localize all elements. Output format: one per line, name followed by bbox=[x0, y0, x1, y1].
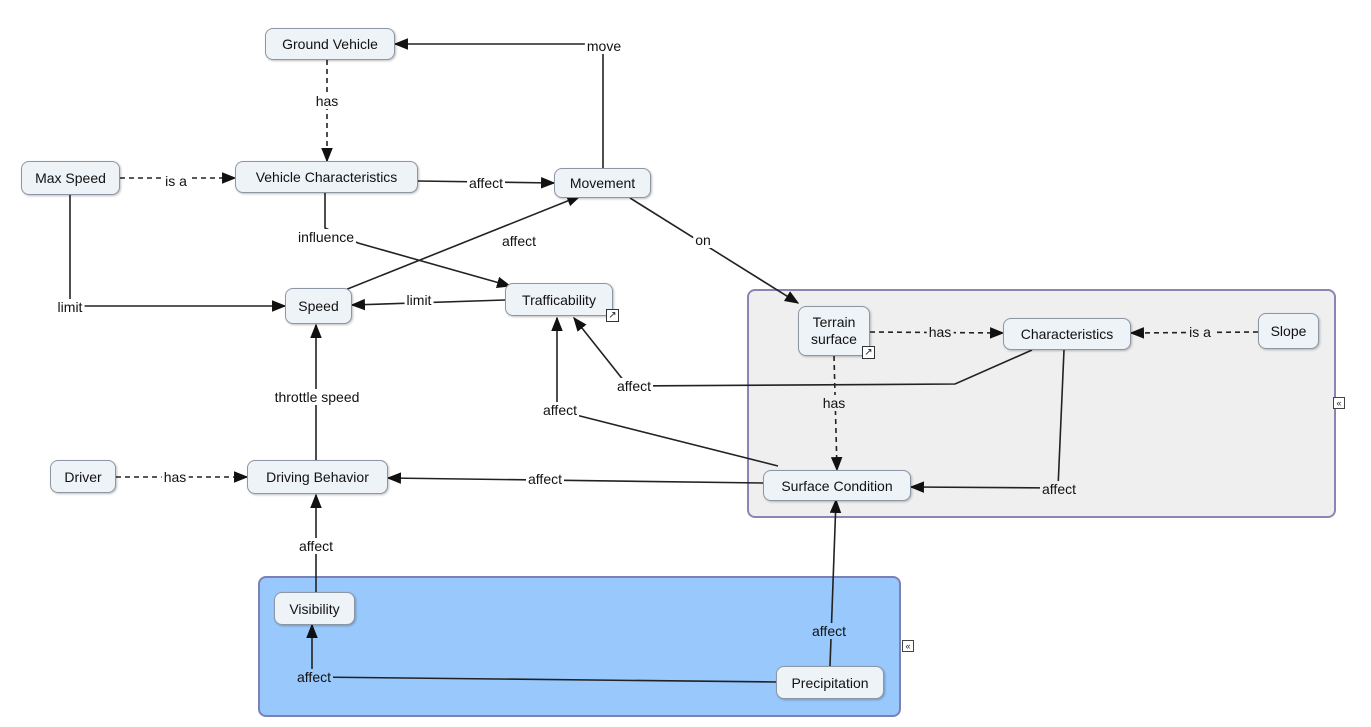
node-vehicle-characteristics[interactable]: Vehicle Characteristics bbox=[235, 161, 418, 193]
edge-label-has: has bbox=[926, 324, 954, 340]
edge-label-affect: affect bbox=[615, 378, 653, 394]
edge-affect-char-surface bbox=[909, 349, 1065, 493]
edge-affect-precip-surface bbox=[829, 498, 842, 667]
edge-limit-maxspeed bbox=[69, 195, 287, 312]
edge-label-influence: influence bbox=[295, 229, 357, 245]
edge-label-is-a: is a bbox=[1187, 324, 1213, 340]
edge-label-has: has bbox=[820, 395, 848, 411]
node-terrain-surface[interactable]: Terrain surface bbox=[798, 306, 870, 356]
edge-affect-speed-movement bbox=[339, 195, 582, 293]
link-icon[interactable]: ↗ bbox=[606, 309, 619, 322]
edge-affect-surface-driving bbox=[386, 472, 764, 484]
edge-affect-precip-vis bbox=[306, 623, 777, 683]
collapse-icon[interactable]: « bbox=[1333, 397, 1345, 409]
node-slope[interactable]: Slope bbox=[1258, 313, 1319, 349]
edge-on bbox=[629, 197, 800, 304]
node-movement[interactable]: Movement bbox=[554, 168, 651, 198]
edge-label-move: move bbox=[584, 38, 624, 54]
node-driving-behavior[interactable]: Driving Behavior bbox=[247, 460, 388, 494]
edge-label-affect: affect bbox=[500, 233, 538, 249]
edge-label-affect: affect bbox=[295, 669, 333, 685]
edge-label-is-a: is a bbox=[163, 173, 189, 189]
edge-label-affect: affect bbox=[526, 471, 564, 487]
node-characteristics[interactable]: Characteristics bbox=[1003, 318, 1131, 350]
edge-label-limit: limit bbox=[55, 299, 85, 315]
edge-label-on: on bbox=[693, 232, 713, 248]
node-ground-vehicle[interactable]: Ground Vehicle bbox=[265, 28, 395, 60]
edge-label-affect: affect bbox=[1040, 481, 1078, 497]
edge-label-limit: limit bbox=[404, 292, 434, 308]
edge-label-affect: affect bbox=[467, 175, 505, 191]
edge-label-affect: affect bbox=[810, 623, 848, 639]
edge-label-has: has bbox=[313, 93, 341, 109]
edge-affect-surface-traff bbox=[551, 316, 779, 467]
collapse-icon[interactable]: « bbox=[902, 640, 914, 652]
edge-affect-char-traff bbox=[573, 316, 1033, 387]
edge-label-has: has bbox=[161, 469, 189, 485]
node-speed[interactable]: Speed bbox=[285, 288, 352, 324]
link-icon[interactable]: ↗ bbox=[862, 346, 875, 359]
node-surface-condition[interactable]: Surface Condition bbox=[763, 470, 911, 501]
node-precipitation[interactable]: Precipitation bbox=[776, 666, 884, 699]
edge-label-affect: affect bbox=[297, 538, 335, 554]
edge-has-terrain-surface bbox=[830, 355, 843, 472]
node-driver[interactable]: Driver bbox=[50, 460, 116, 493]
node-max-speed[interactable]: Max Speed bbox=[21, 161, 120, 195]
edge-move bbox=[393, 38, 604, 168]
edge-label-throttle-speed: throttle speed bbox=[272, 389, 362, 405]
edge-label-affect: affect bbox=[541, 402, 579, 418]
node-visibility[interactable]: Visibility bbox=[274, 592, 355, 625]
node-trafficability[interactable]: Trafficability bbox=[505, 283, 613, 316]
